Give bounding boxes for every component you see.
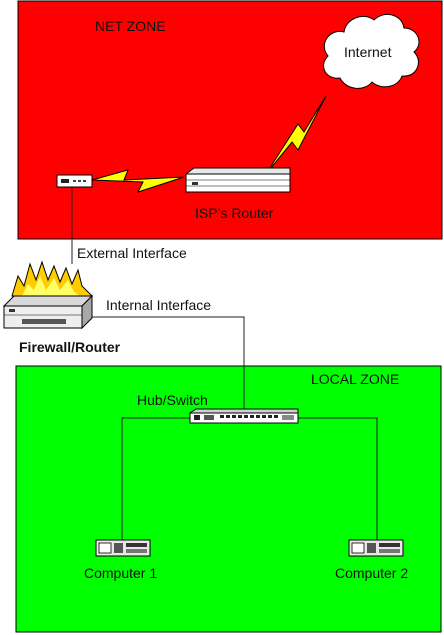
computer-2-label: Computer 2 bbox=[335, 565, 408, 581]
desktop-computer-icon bbox=[348, 539, 404, 557]
isp-router-label: ISP’s Router bbox=[195, 205, 274, 221]
local-zone-label: LOCAL ZONE bbox=[311, 371, 399, 387]
modem-icon bbox=[56, 174, 93, 188]
firewall-label: Firewall/Router bbox=[19, 339, 121, 355]
cloud-icon bbox=[323, 13, 420, 89]
net-zone-label: NET ZONE bbox=[95, 18, 166, 34]
computer-1-label: Computer 1 bbox=[84, 565, 157, 581]
firewall-icon bbox=[2, 294, 94, 330]
router-icon bbox=[184, 167, 291, 193]
lightning-bolt-icon bbox=[91, 169, 185, 193]
internal-interface-label: Internal Interface bbox=[106, 297, 211, 313]
hub-to-computer2-link bbox=[298, 417, 378, 540]
internet-label: Internet bbox=[344, 44, 392, 60]
desktop-computer-icon bbox=[95, 539, 151, 557]
external-interface-label: External Interface bbox=[77, 245, 187, 261]
internal-link bbox=[86, 316, 245, 412]
switch-icon bbox=[188, 408, 299, 424]
firewall-flame bbox=[11, 260, 94, 297]
hub-to-computer1-link bbox=[121, 417, 190, 540]
hub-label: Hub/Switch bbox=[137, 392, 208, 408]
